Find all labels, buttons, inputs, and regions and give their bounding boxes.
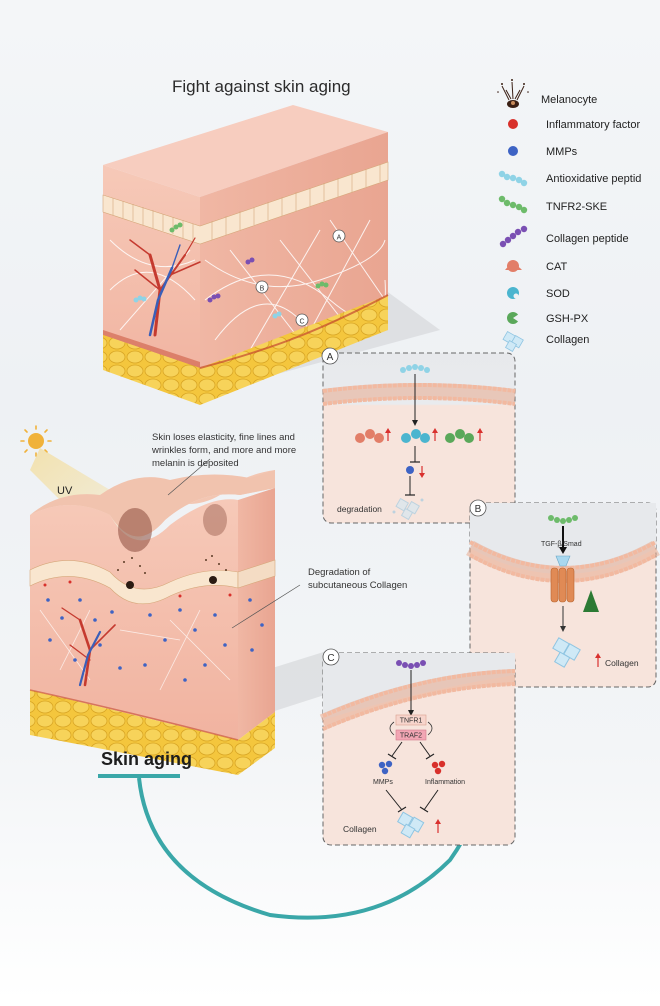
panel-c: C TNFR1 TRAF2 MMPs Inflammation [323, 649, 515, 845]
marker-c-label: C [299, 319, 304, 326]
skin-aging-caption: Skin aging [101, 749, 192, 769]
legend-antioxidative-peptide-label: Antioxidative peptid [546, 173, 641, 185]
panel-c-label: C [327, 653, 334, 664]
marker-a-label: A [337, 235, 342, 242]
antioxidative-peptide-icon [499, 171, 527, 186]
legend-collagen-label: Collagen [546, 334, 589, 346]
legend-cat-label: CAT [546, 261, 567, 273]
legend-mmps-label: MMPs [546, 146, 578, 158]
panel-b-pathway-label: TGF-β/Smad [541, 541, 582, 548]
panel-a-degradation-label: degradation [337, 504, 382, 514]
panel-c-mmps-label: MMPs [373, 779, 393, 786]
inflammatory-factor-icon [508, 119, 518, 129]
mmps-icon [508, 146, 518, 156]
aging-annotation-mid: Degradation of subcutaneous Collagen [308, 567, 407, 591]
traf2-label: TRAF2 [400, 733, 422, 740]
legend-gsh-px-label: GSH-PX [546, 313, 589, 325]
panel-a-label: A [327, 352, 334, 363]
tnfr2-ske-icon [499, 196, 527, 213]
collagen-icon [503, 332, 523, 352]
sun-icon [21, 426, 51, 456]
legend: Melanocyte Inflammatory factor MMPs Anti… [497, 79, 641, 351]
uv-label: UV [57, 485, 73, 497]
aging-annotation-top: Skin loses elasticity, fine lines and wr… [151, 432, 299, 469]
sod-enzyme-icon [507, 287, 519, 299]
panel-b-label: B [475, 504, 482, 515]
gsh-px-enzyme-icon [507, 312, 519, 324]
collagen-peptide-icon [500, 226, 527, 247]
aged-skin-side [238, 488, 275, 740]
legend-melanocyte-label: Melanocyte [541, 94, 597, 106]
panel-c-collagen-label: Collagen [343, 824, 377, 834]
legend-sod-label: SOD [546, 288, 570, 300]
panel-b-collagen-label: Collagen [605, 658, 639, 668]
figure-title: Fight against skin aging [172, 77, 351, 96]
legend-inflammatory-factor-label: Inflammatory factor [546, 119, 640, 131]
marker-b-label: B [260, 286, 265, 293]
melanocyte-icon [497, 79, 529, 108]
legend-tnfr2-ske-label: TNFR2-SKE [546, 201, 607, 213]
legend-collagen-peptide-label: Collagen peptide [546, 233, 629, 245]
tnfr1-label: TNFR1 [400, 718, 423, 725]
panel-c-inflammation-label: Inflammation [425, 779, 465, 786]
